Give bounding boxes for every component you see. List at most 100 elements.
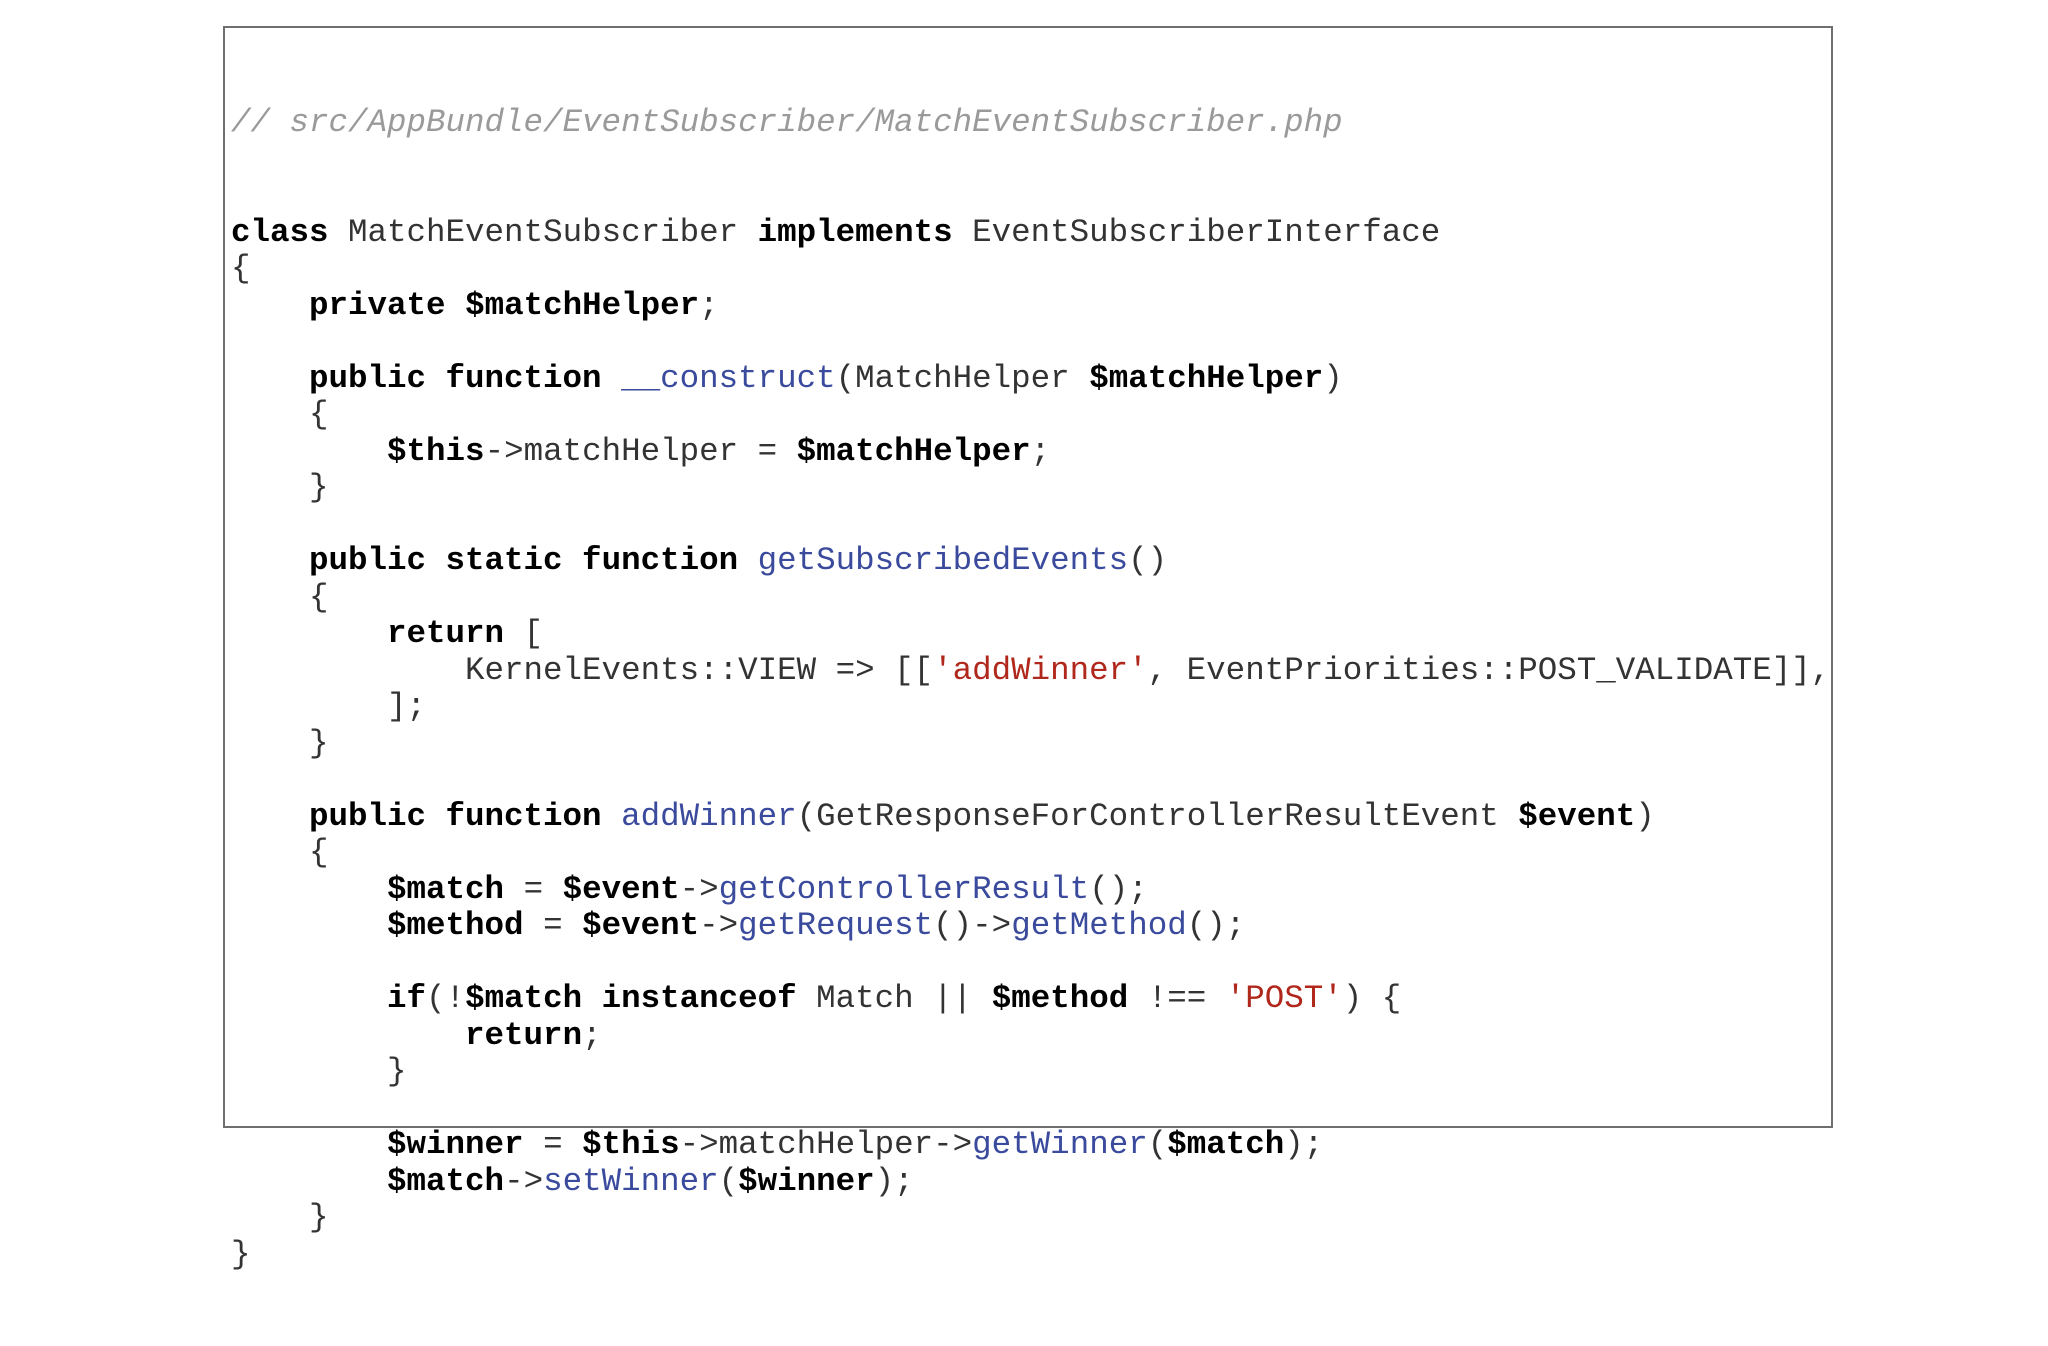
variable-token: $event — [1518, 797, 1636, 835]
keyword-token: public static function — [309, 542, 739, 579]
code-line: $match->setWinner($winner); — [231, 1162, 1830, 1201]
code-text-token: , EventPriorities::POST_VALIDATE]], — [1147, 651, 1831, 689]
string-token: 'POST' — [1225, 980, 1343, 1017]
code-text-token — [231, 798, 309, 835]
code-line — [231, 1091, 1830, 1128]
code-text-token — [231, 287, 309, 324]
variable-token: $winner — [738, 1162, 875, 1200]
code-text-token: ( — [718, 1162, 739, 1200]
code-text-token: [ — [504, 615, 544, 652]
code-text-token: = — [504, 870, 563, 908]
keyword-token: if — [387, 980, 427, 1017]
code-text-token — [738, 542, 758, 579]
code-text-token — [231, 433, 387, 470]
code-lines: class MatchEventSubscriber implements Ev… — [231, 213, 1831, 1274]
function-name-token: getMethod — [1011, 907, 1187, 944]
code-text-token: } — [231, 724, 329, 762]
code-text-token: } — [231, 1053, 407, 1090]
code-text-token: (GetResponseForControllerResultEvent — [796, 797, 1519, 835]
code-line — [231, 324, 1830, 361]
keyword-token: public function — [309, 797, 602, 835]
code-line: } — [231, 1053, 1830, 1091]
variable-token: $match — [1167, 1126, 1285, 1163]
code-text-token: ->matchHelper = — [484, 432, 797, 470]
code-listing: // src/AppBundle/EventSubscriber/MatchEv… — [231, 32, 1830, 1346]
code-line — [231, 762, 1830, 799]
code-line: } — [231, 1235, 1830, 1274]
code-text-token — [231, 871, 387, 908]
code-text-token: MatchEventSubscriber — [328, 213, 758, 251]
code-text-token — [602, 360, 622, 397]
code-line: { — [231, 578, 1830, 617]
code-text-token: -> — [504, 1162, 544, 1200]
code-text-token: } — [231, 1235, 251, 1273]
code-text-token — [231, 980, 387, 1017]
variable-token: $this — [387, 432, 485, 470]
variable-token: $match — [387, 1162, 505, 1200]
code-text-token: ]; — [231, 688, 427, 725]
code-text-token: = — [523, 1126, 583, 1163]
code-line: } — [231, 1199, 1830, 1237]
code-line: { — [231, 834, 1830, 872]
code-text-token: { — [231, 396, 329, 433]
keyword-token: return — [387, 615, 505, 652]
code-text-token: Match || — [796, 980, 992, 1017]
code-listing-frame: // src/AppBundle/EventSubscriber/MatchEv… — [223, 26, 1833, 1272]
code-text-token: ); — [1284, 1126, 1324, 1163]
code-line: $winner = $this->matchHelper->getWinner(… — [231, 1126, 1830, 1164]
code-text-token: EventSubscriberInterface — [952, 213, 1441, 251]
code-line: $this->matchHelper = $matchHelper; — [231, 432, 1830, 471]
code-text-token: (MatchHelper — [835, 359, 1090, 397]
variable-token: $method — [991, 980, 1129, 1017]
code-text-token: { — [231, 578, 329, 616]
variable-token: $method — [387, 907, 524, 944]
code-line: public function addWinner(GetResponseFor… — [231, 797, 1830, 836]
code-line — [231, 945, 1830, 982]
variable-token: $event — [582, 907, 700, 944]
code-text-token: ->matchHelper-> — [679, 1126, 973, 1163]
code-text-token: } — [231, 469, 329, 506]
variable-token: $match — [387, 870, 505, 908]
code-text-token — [231, 360, 309, 397]
code-text-token — [231, 907, 387, 944]
code-line: private $matchHelper; — [231, 286, 1830, 325]
code-text-token: KernelEvents::VIEW => [[ — [231, 651, 934, 689]
code-text-token — [582, 980, 602, 1017]
string-token: 'addWinner' — [933, 651, 1148, 689]
code-text-token — [231, 1017, 465, 1054]
code-line: public static function getSubscribedEven… — [231, 542, 1830, 580]
code-text-token: (); — [1186, 907, 1246, 944]
variable-token: $matchHelper — [796, 432, 1031, 470]
keyword-token: implements — [757, 213, 953, 251]
code-text-token: ) — [1635, 797, 1655, 835]
code-text-token: () — [1128, 542, 1168, 579]
variable-token: $this — [582, 1126, 680, 1163]
variable-token: $winner — [387, 1126, 524, 1163]
function-name-token: getSubscribedEvents — [757, 542, 1129, 579]
function-name-token: addWinner — [621, 797, 797, 835]
code-text-token — [231, 1163, 387, 1200]
code-line: return [ — [231, 615, 1830, 653]
code-text-token: (); — [1089, 870, 1148, 908]
code-text-token: { — [231, 834, 329, 871]
code-line: KernelEvents::VIEW => [['addWinner', Eve… — [231, 651, 1831, 690]
function-name-token: setWinner — [543, 1162, 719, 1200]
code-text-token: ; — [699, 286, 719, 324]
function-name-token: getControllerResult — [718, 870, 1090, 908]
code-text-token: !== — [1128, 980, 1226, 1017]
code-line: } — [231, 724, 1830, 763]
code-line: public function __construct(MatchHelper … — [231, 359, 1830, 398]
code-line — [231, 507, 1830, 544]
keyword-token: private — [309, 286, 446, 324]
code-text-token: } — [231, 1199, 329, 1236]
keyword-token: instanceof — [601, 980, 797, 1017]
function-name-token: getWinner — [972, 1126, 1148, 1163]
code-text-token — [231, 542, 309, 579]
variable-token: $matchHelper — [465, 286, 700, 324]
function-name-token: __construct — [621, 359, 836, 397]
code-text-token: ()-> — [933, 907, 1012, 944]
code-line: if(!$match instanceof Match || $method !… — [231, 980, 1830, 1018]
code-text-token: ); — [874, 1162, 914, 1200]
code-text-token — [231, 1126, 387, 1163]
code-line: $match = $event->getControllerResult(); — [231, 870, 1830, 909]
